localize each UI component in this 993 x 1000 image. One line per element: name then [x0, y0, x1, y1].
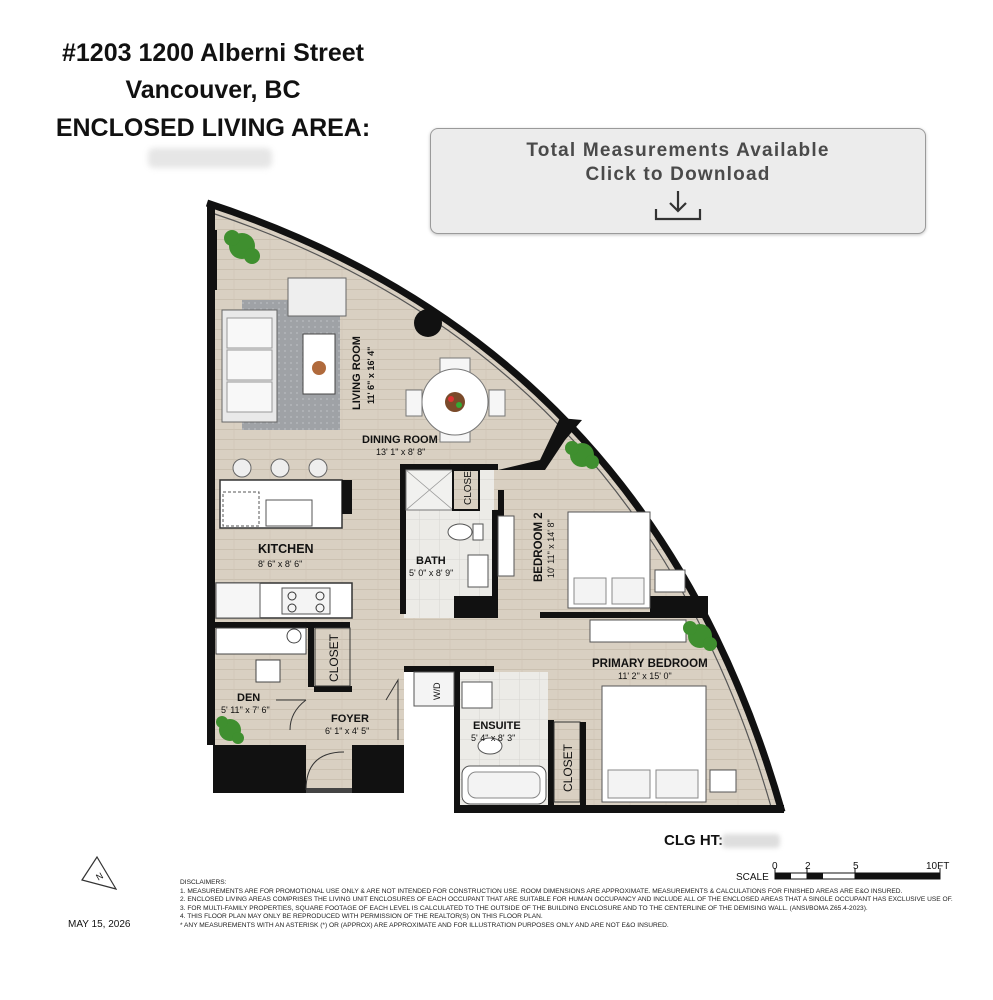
disclaimer-line: 2. ENCLOSED LIVING AREAS COMPRISES THE L…: [180, 896, 953, 903]
disclaimer-line: 1. MEASUREMENTS ARE FOR PROMOTIONAL USE …: [180, 887, 903, 895]
foyer-dims: 6' 1" x 4' 5": [325, 726, 369, 736]
ensuite-dims: 5' 4" x 8' 3": [471, 733, 515, 743]
compass-letter: N: [94, 871, 105, 883]
scale-tick-0: 0: [772, 861, 778, 872]
scale-label: SCALE: [736, 872, 769, 883]
scale-bar: [774, 868, 941, 880]
redacted-area-value: [148, 148, 272, 168]
den-dims: 5' 11" x 7' 6": [221, 705, 270, 715]
ceiling-height-label: CLG HT:: [664, 832, 724, 849]
download-measurements-button[interactable]: Total Measurements Available Click to Do…: [430, 128, 926, 234]
download-icon: [654, 191, 702, 221]
foyer-label: FOYER: [331, 713, 369, 725]
plan-date: MAY 15, 2026: [68, 919, 131, 930]
wd-label: W/D: [432, 682, 442, 700]
closet-label-ensuite: CLOSET: [561, 743, 575, 792]
kitchen-dims: 8' 6" x 8' 6": [258, 559, 302, 569]
enclosed-area-label: ENCLOSED LIVING AREA:: [55, 114, 371, 142]
closet-label-bath: CLOSET: [463, 465, 474, 505]
bedroom-2-label: BEDROOM 2: [533, 512, 545, 582]
bath-label: BATH: [416, 555, 446, 567]
disclaimers: DISCLAIMERS: 1. MEASUREMENTS ARE FOR PRO…: [180, 879, 980, 930]
living-room-label: LIVING ROOM: [351, 336, 363, 410]
disclaimer-line: 4. THIS FLOOR PLAN MAY ONLY BE REPRODUCE…: [180, 913, 543, 920]
ensuite-label: ENSUITE: [473, 720, 521, 732]
dining-room-label: DINING ROOM: [362, 434, 438, 446]
address-line-1: #1203 1200 Alberni Street: [61, 39, 365, 67]
dining-room-dims: 13' 1" x 8' 8": [376, 447, 425, 457]
primary-bedroom-dims: 11' 2" x 15' 0": [618, 671, 672, 681]
den-label: DEN: [237, 692, 260, 704]
download-line-2: Click to Download: [585, 164, 771, 185]
plant-icon: [216, 230, 717, 744]
scale-tick-5: 5: [853, 861, 859, 872]
disclaimer-line: 3. FOR MULTI-FAMILY PROPERTIES, SQUARE F…: [180, 904, 868, 912]
north-compass-icon: N: [81, 855, 118, 890]
scale-tick-10: 10FT: [926, 861, 950, 872]
redacted-ceiling-height: [722, 834, 780, 848]
living-room-dims: 11' 6" x 16' 4": [366, 347, 376, 404]
scale-tick-2: 2: [805, 861, 811, 872]
download-line-1: Total Measurements Available: [526, 140, 830, 161]
disclaimer-line: * ANY MEASUREMENTS WITH AN ASTERISK (*) …: [180, 921, 669, 929]
kitchen-label: KITCHEN: [258, 542, 314, 556]
primary-bedroom-label: PRIMARY BEDROOM: [592, 658, 708, 670]
bedroom-2-dims: 10' 11" x 14' 8": [546, 519, 556, 578]
closet-label-den: CLOSET: [327, 633, 341, 682]
disclaimer-title: DISCLAIMERS:: [180, 879, 227, 886]
address-line-2: Vancouver, BC: [125, 76, 301, 104]
bath-dims: 5' 0" x 8' 9": [409, 568, 453, 578]
